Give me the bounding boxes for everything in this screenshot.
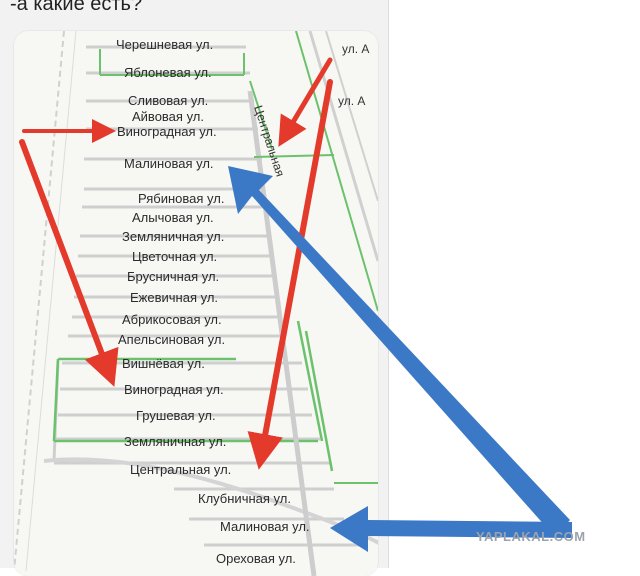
red-arrow: [247, 79, 333, 470]
street-label: Виноградная ул.: [124, 382, 224, 397]
railway-line: [25, 31, 77, 572]
highway: [253, 31, 378, 484]
watermark: YAPLAKAL.COM: [476, 529, 586, 544]
blue-arrows: [228, 166, 572, 552]
street-label: Абрикосовая ул.: [122, 312, 222, 327]
map-card: Черешневая ул. Яблоневая ул. Сливовая ул…: [14, 31, 378, 576]
street-label: Черешневая ул.: [116, 37, 213, 52]
map-background: [14, 31, 378, 576]
street-label: Апельсиновая ул.: [118, 332, 225, 347]
street-label: Цветочная ул.: [132, 249, 217, 264]
post-panel: -а какие есть?: [0, 0, 389, 576]
red-arrow: [19, 139, 119, 387]
street-label: Центральная ул.: [130, 462, 231, 477]
railway-line: [14, 31, 65, 572]
upper-street-grid: [68, 45, 284, 338]
green-streets-top: [99, 49, 273, 150]
street-label: Ежевичная ул.: [130, 290, 218, 305]
blue-arrow: [228, 166, 570, 537]
street-label: Малиновая ул.: [220, 519, 310, 534]
street-label: Вишнёвая ул.: [122, 356, 205, 371]
street-map: Черешневая ул. Яблоневая ул. Сливовая ул…: [14, 31, 378, 576]
street-label: Рябиновая ул.: [138, 191, 224, 206]
curved-road: [43, 457, 378, 551]
street-label: Айвовая ул.: [132, 109, 204, 124]
post-heading: -а какие есть?: [10, 0, 143, 15]
street-label: Ореховая ул.: [216, 551, 296, 566]
street-label: Земляничная ул.: [122, 229, 224, 244]
street-label: Алычовая ул.: [132, 210, 214, 225]
street-label: Яблоневая ул.: [124, 65, 212, 80]
street-label: Грушевая ул.: [136, 408, 216, 423]
street-label: Земляничная ул.: [124, 434, 226, 449]
street-label: Брусничная ул.: [127, 269, 219, 284]
red-arrow: [278, 57, 333, 147]
street-label: Малиновая ул.: [124, 156, 214, 171]
red-arrows: [19, 57, 333, 470]
street-label: Сливовая ул.: [128, 93, 208, 108]
street-labels: Черешневая ул. Яблоневая ул. Сливовая ул…: [116, 37, 310, 566]
street-label: Виноградная ул.: [117, 124, 217, 139]
blue-arrow: [330, 506, 572, 552]
right-road-label: ул. А: [342, 42, 369, 56]
street-label: Клубничная ул.: [198, 491, 291, 506]
right-road-label: ул. А: [338, 94, 365, 108]
